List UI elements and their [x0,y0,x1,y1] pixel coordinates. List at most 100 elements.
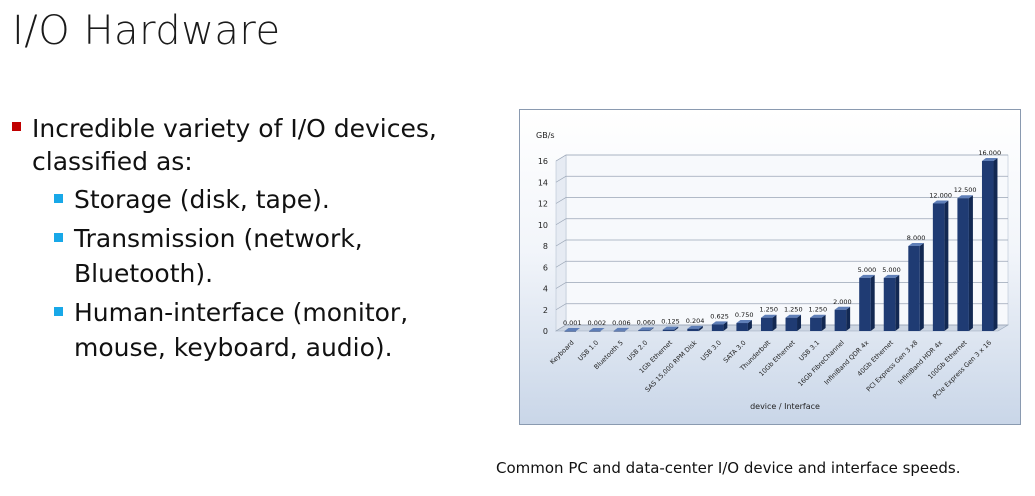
sub-bullet-line: Human-interface (monitor, [74,298,409,327]
bar-value-label: 0.750 [735,311,754,319]
y-tick-label: 2 [543,306,548,315]
bar-value-label: 1.250 [809,306,828,314]
bar-top [834,306,851,310]
x-axis-label: device / Interface [750,402,820,411]
bullet-main-line: Incredible variety of I/O devices, [32,114,437,143]
bar [638,330,650,331]
bar [908,246,920,331]
bar-side [576,327,581,331]
bar-top [564,327,581,331]
slide-title: I/O Hardware [12,8,281,54]
bar-side [625,327,630,331]
blue-square-bullet-icon [54,194,63,203]
gridline [555,175,1008,183]
bar [810,317,822,331]
gridline [555,154,1008,162]
y-tick-label: 0 [543,327,548,336]
bar-side [723,321,728,331]
sub-bullet-human-interface: Human-interface (monitor, mouse, keyboar… [12,295,492,365]
bar-side [870,274,875,331]
x-tick-label: USB 3.1 [797,339,821,363]
y-tick-label: 8 [543,242,548,251]
blue-square-bullet-icon [54,307,63,316]
y-tick-label: 16 [538,157,548,166]
sub-bullet-transmission: Transmission (network, Bluetooth). [12,221,492,291]
gridline [555,260,1008,268]
sub-bullet-line: Transmission (network, [74,224,363,253]
bar-top [638,327,654,331]
y-tick-label: 12 [538,200,548,209]
gridline [555,197,1008,204]
bar-side [895,274,900,331]
bar-side [698,325,703,331]
bar [589,330,601,332]
y-axis-label: GB/s [536,131,555,140]
bar-side [772,314,777,331]
sub-bullet-storage: Storage (disk, tape). [12,182,492,217]
bar-top [760,314,777,318]
bullet-main: Incredible variety of I/O devices, class… [12,112,492,178]
bar [662,329,675,331]
bar-value-label: 2.000 [833,298,852,306]
bar-value-label: 0.002 [588,319,607,327]
bullet-list: Incredible variety of I/O devices, class… [12,112,492,365]
bar-side [674,326,679,331]
bar-top [589,327,605,331]
y-tick-label: 4 [543,285,548,294]
y-tick-label: 10 [538,221,548,230]
bar-side [919,243,924,331]
x-tick-label: 16Gb FibreChannel [796,339,846,389]
gridline [555,218,1008,226]
bar-side [649,327,654,331]
x-tick-label: InfiniBand QDR 4x [823,339,871,387]
x-tick-label: USB 3.0 [699,339,723,363]
bar-top [662,326,679,330]
bar-side [797,314,802,331]
bar [613,330,626,332]
bar-value-label: 5.000 [858,266,877,274]
red-square-bullet-icon [12,122,21,131]
bar-value-label: 16.000 [978,149,1001,157]
bar-value-label: 0.001 [563,319,582,327]
bar [564,330,577,332]
bar-top [810,314,826,318]
bar-side [600,327,605,331]
figure-caption: Common PC and data-center I/O device and… [496,459,961,477]
bar [711,324,724,331]
bar-value-label: 0.204 [686,317,705,325]
bar-value-label: 0.125 [661,318,680,326]
bar-value-label: 5.000 [882,266,901,274]
x-tick-label: Keyboard [548,339,575,366]
bar [957,198,969,331]
bar-top [736,320,752,324]
bar-value-label: 0.625 [710,312,729,320]
bar-value-label: 1.250 [784,306,803,314]
bar [687,328,699,331]
bar [760,317,773,331]
bar [834,309,847,331]
x-tick-label: InfiniBand HDR 4x [896,339,944,387]
bar-top [785,314,802,318]
bar-side [846,306,851,331]
bar-value-label: 1.250 [759,306,778,314]
bar-side [821,314,826,331]
x-tick-label: USB 2.0 [625,339,649,363]
bar-top [883,274,900,278]
bar-side [747,320,752,331]
bar-side [968,195,973,331]
bullet-main-line: classified as: [32,147,193,176]
blue-square-bullet-icon [54,233,63,242]
sub-bullet-line: mouse, keyboard, audio). [74,333,393,362]
bar-top [932,200,949,204]
bar-side [993,158,998,331]
bar-top [613,327,630,331]
bar-value-label: 12.000 [929,192,952,200]
sub-bullet-line: Storage (disk, tape). [74,185,330,214]
bar-top [859,274,875,278]
bar-top [981,158,998,161]
bar [883,277,896,331]
bar [981,161,994,331]
bar-value-label: 0.006 [612,319,631,327]
